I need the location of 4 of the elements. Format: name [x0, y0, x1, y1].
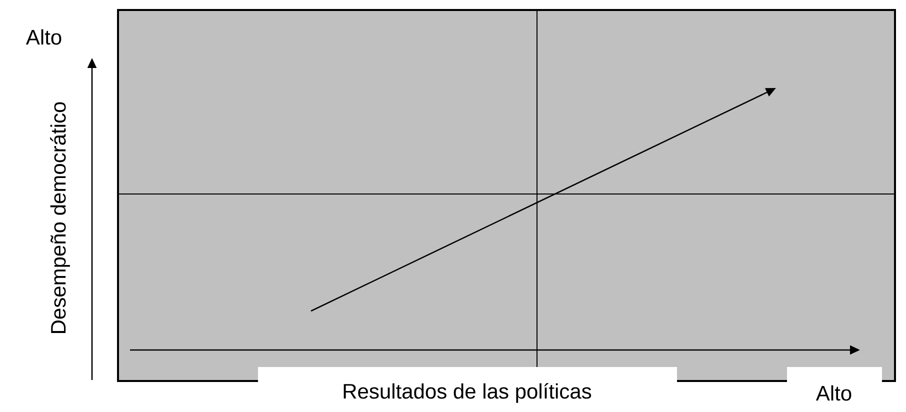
axis-label: Alto	[787, 366, 882, 412]
axis-title: Resultados de las políticas	[258, 366, 677, 412]
axis-title: Desempeño democrático	[50, 102, 70, 333]
axis-label: Alto	[26, 29, 62, 45]
